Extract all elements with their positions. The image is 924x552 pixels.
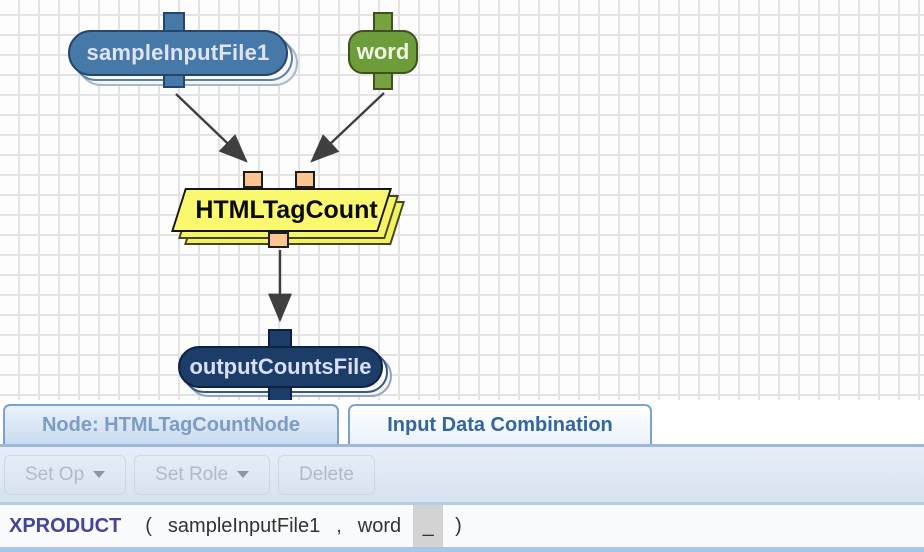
- expression-operator[interactable]: XPRODUCT: [9, 514, 122, 537]
- close-paren: ): [455, 514, 462, 537]
- panel-bottom-strip: [0, 547, 924, 552]
- set-role-button[interactable]: Set Role: [134, 454, 271, 495]
- tab-label: Node: HTMLTagCountNode: [41, 413, 301, 436]
- edge-word-to-actor[interactable]: [310, 92, 385, 163]
- expression-comma: ,: [336, 514, 342, 537]
- node-sample-input-file[interactable]: sampleInputFile1: [68, 12, 298, 88]
- input-port-2[interactable]: [295, 171, 315, 188]
- chevron-down-icon: [237, 471, 250, 478]
- tab-node-htmltagcountnode[interactable]: Node: HTMLTagCountNode: [3, 404, 339, 444]
- node-label: word: [356, 39, 410, 64]
- bottom-panel: Node: HTMLTagCountNode Input Data Combin…: [0, 400, 924, 552]
- node-body[interactable]: sampleInputFile1: [68, 30, 288, 76]
- workflow-canvas[interactable]: sampleInputFile1 word HTMLTagCount outpu…: [0, 0, 924, 400]
- tab-input-data-combination[interactable]: Input Data Combination: [348, 404, 652, 444]
- tab-underline: [0, 444, 924, 447]
- combination-expression: XPRODUCT ( sampleInputFile1 , word _ ): [0, 505, 924, 547]
- tab-label: Input Data Combination: [387, 413, 613, 436]
- toolbar-separator: [0, 502, 924, 505]
- set-role-label: Set Role: [155, 463, 229, 485]
- node-htmltagcount-actor[interactable]: HTMLTagCount: [171, 170, 421, 260]
- delete-button[interactable]: Delete: [278, 454, 375, 495]
- chevron-down-icon: [93, 471, 106, 478]
- panel-tabbar: Node: HTMLTagCountNode Input Data Combin…: [0, 400, 924, 444]
- open-paren: (: [145, 514, 152, 537]
- node-label: HTMLTagCount: [195, 195, 378, 224]
- expression-operand-2[interactable]: word: [357, 514, 402, 537]
- node-output-counts-file[interactable]: outputCountsFile: [178, 329, 392, 400]
- node-body[interactable]: word: [348, 30, 418, 74]
- node-label: sampleInputFile1: [86, 40, 270, 65]
- expression-operand-1[interactable]: sampleInputFile1: [167, 514, 321, 537]
- set-op-label: Set Op: [25, 463, 85, 485]
- node-word-parameter[interactable]: word: [348, 12, 418, 90]
- delete-label: Delete: [299, 463, 354, 485]
- set-op-button[interactable]: Set Op: [4, 454, 127, 495]
- edge-input-to-actor[interactable]: [175, 93, 248, 163]
- edge-layer: [175, 92, 385, 323]
- panel-toolbar: Set Op Set Role Delete: [0, 447, 924, 502]
- node-label: outputCountsFile: [189, 354, 372, 379]
- expression-empty-slot[interactable]: _: [413, 505, 444, 547]
- input-port-1[interactable]: [243, 171, 263, 188]
- node-body[interactable]: outputCountsFile: [178, 346, 383, 388]
- output-port[interactable]: [268, 232, 289, 248]
